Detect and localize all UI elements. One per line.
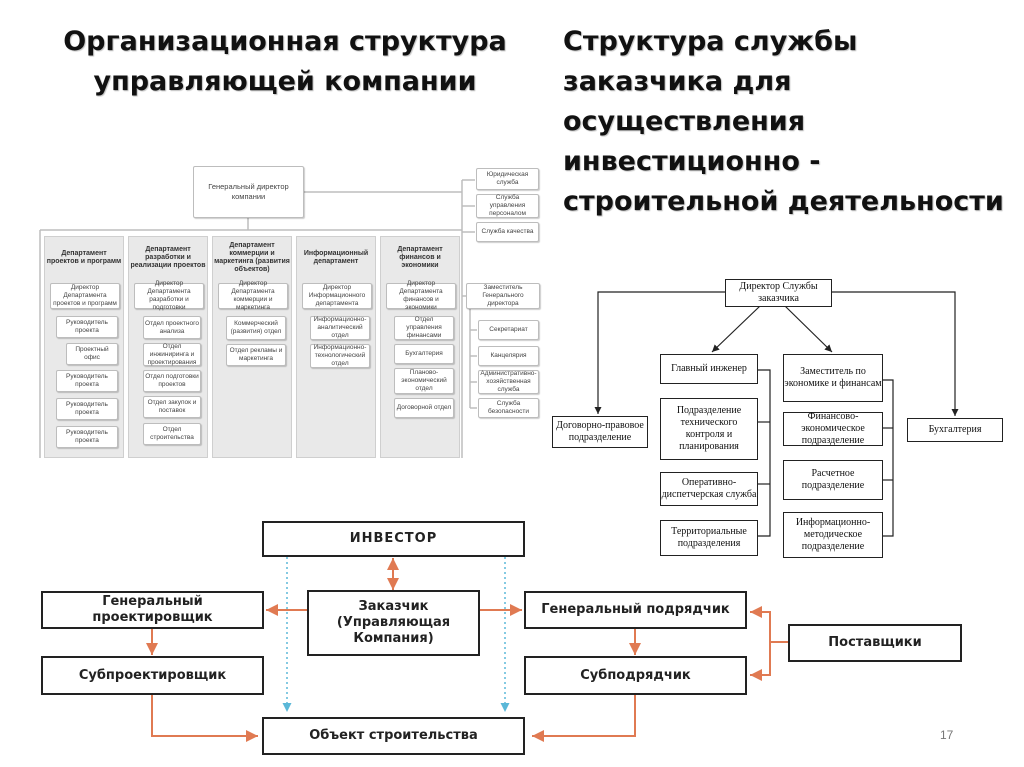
deputy-unit: Секретариат [478, 320, 539, 340]
subcontractor-box: Субподрядчик [524, 656, 747, 695]
col3-unit: Коммерческий (развития) отдел [226, 316, 286, 340]
engineer-unit: Территориальные подразделения [660, 520, 758, 556]
right-title: Структура службы заказчика для осуществл… [563, 26, 1004, 217]
col1-unit: Проектный офис [66, 343, 118, 365]
accounting-box: Бухгалтерия [907, 418, 1003, 442]
department-header-5: Департамент финансов и экономики [397, 246, 443, 269]
ceo-box: Генеральный директор компании [193, 166, 304, 218]
col1-unit: Руководитель проекта [56, 426, 118, 448]
economics-unit: Финансово-экономическое подразделение [783, 411, 883, 446]
general-designer-box: Генеральный проектировщик [41, 591, 264, 629]
side-service: Служба качества [476, 222, 539, 242]
construction-object-box: Объект строительства [262, 717, 525, 755]
side-service: Служба управления персоналом [476, 194, 539, 218]
left-title: Организационная структура управляющей ко… [63, 26, 507, 97]
col4-unit: Информационно-технологический отдел [310, 344, 370, 368]
col3-unit: Отдел рекламы и маркетинга [226, 344, 286, 366]
investor-box: ИНВЕСТОР [262, 521, 525, 557]
economics-unit: Расчетное подразделение [783, 460, 883, 500]
col2-unit: Отдел строительства [143, 423, 201, 445]
col5-unit: Отдел управления финансами [394, 316, 454, 340]
dept-director-2: Директор Департамента разработки и подго… [134, 280, 204, 311]
chief-engineer-box: Главный инженер [660, 354, 758, 384]
subdesigner-box: Субпроектировщик [41, 656, 264, 695]
col5-unit: Договорной отдел [394, 398, 454, 418]
page-number: 17 [940, 728, 954, 742]
dept-director-3: Директор Департамента коммерции и маркет… [218, 280, 288, 311]
engineer-unit: Подразделение технического контроля и пл… [660, 398, 758, 460]
dept-director-1: Директор Департамента проектов и програм… [50, 283, 120, 309]
col1-unit: Руководитель проекта [56, 398, 118, 420]
side-service: Юридическая служба [476, 168, 539, 190]
department-header-3: Департамент коммерции и маркетинга (разв… [214, 242, 290, 273]
col5-unit: Бухгалтерия [394, 344, 454, 364]
department-header-4: Информационный департамент [303, 250, 369, 265]
deputy-unit: Канцелярия [478, 346, 539, 366]
engineer-unit: Оперативно-диспетчерская служба [660, 472, 758, 506]
col5-unit: Планово-экономический отдел [394, 368, 454, 394]
deputy-economics-box: Заместитель по экономике и финансам [783, 354, 883, 402]
deputy-unit: Административно-хозяйственная служба [478, 370, 539, 394]
col4-unit: Информационно-аналитический отдел [310, 316, 370, 340]
col2-unit: Отдел подготовки проектов [143, 370, 201, 392]
general-contractor-box: Генеральный подрядчик [524, 591, 747, 629]
service-director-box: Директор Службы заказчика [725, 279, 832, 307]
col2-unit: Отдел проектного анализа [143, 316, 201, 339]
col2-unit: Отдел инжиниринга и проектирования [143, 343, 201, 366]
economics-unit: Информационно-методическое подразделение [783, 512, 883, 558]
suppliers-box: Поставщики [788, 624, 962, 662]
department-header-2: Департамент разработки и реализации прое… [130, 246, 206, 269]
deputy-unit: Служба безопасности [478, 398, 539, 418]
col1-unit: Руководитель проекта [56, 316, 118, 338]
contract-law-box: Договорно-правовое подразделение [552, 416, 648, 448]
col1-unit: Руководитель проекта [56, 370, 118, 392]
col2-unit: Отдел закупок и поставок [143, 396, 201, 418]
deputy-box: Заместитель Генерального директора [466, 283, 540, 309]
customer-box: Заказчик (Управляющая Компания) [307, 590, 480, 656]
dept-director-4: Директор Информационного департамента [302, 283, 372, 309]
department-header-1: Департамент проектов и программ [46, 250, 122, 265]
dept-director-5: Директор Департамента финансов и экономи… [386, 280, 456, 311]
